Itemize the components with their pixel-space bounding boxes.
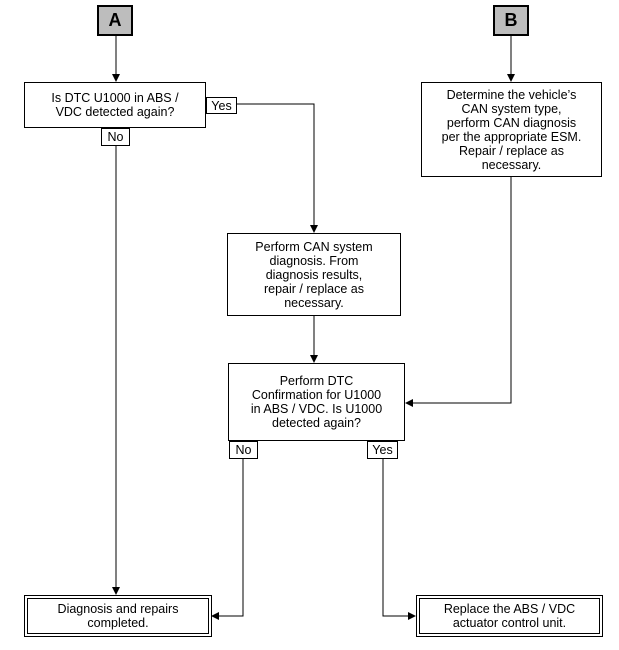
label-q2-no: No (229, 441, 258, 459)
label-q1-yes: Yes (206, 97, 237, 114)
decision-dtc-u1000-detected: Is DTC U1000 in ABS / VDC detected again… (24, 82, 206, 128)
step-perform-can-diagnosis: Perform CAN system diagnosis. From diagn… (227, 233, 401, 316)
connector-b: B (493, 5, 529, 36)
arrow-bstep-to-q2 (405, 177, 512, 407)
arrow-q2-no-to-done (211, 459, 244, 620)
arrow-q1-yes-to-can-diag (237, 103, 318, 233)
label-q2-yes: Yes (367, 441, 398, 459)
end-diagnosis-completed: Diagnosis and repairs completed. (24, 595, 212, 637)
arrow-q2-yes-to-replace (382, 459, 416, 620)
end-replace-actuator: Replace the ABS / VDC actuator control u… (416, 595, 603, 637)
decision-dtc-confirmation: Perform DTC Confirmation for U1000 in AB… (228, 363, 405, 441)
step-determine-can-system: Determine the vehicle’s CAN system type,… (421, 82, 602, 177)
label-q1-no: No (101, 128, 130, 146)
connector-a: A (97, 5, 133, 36)
